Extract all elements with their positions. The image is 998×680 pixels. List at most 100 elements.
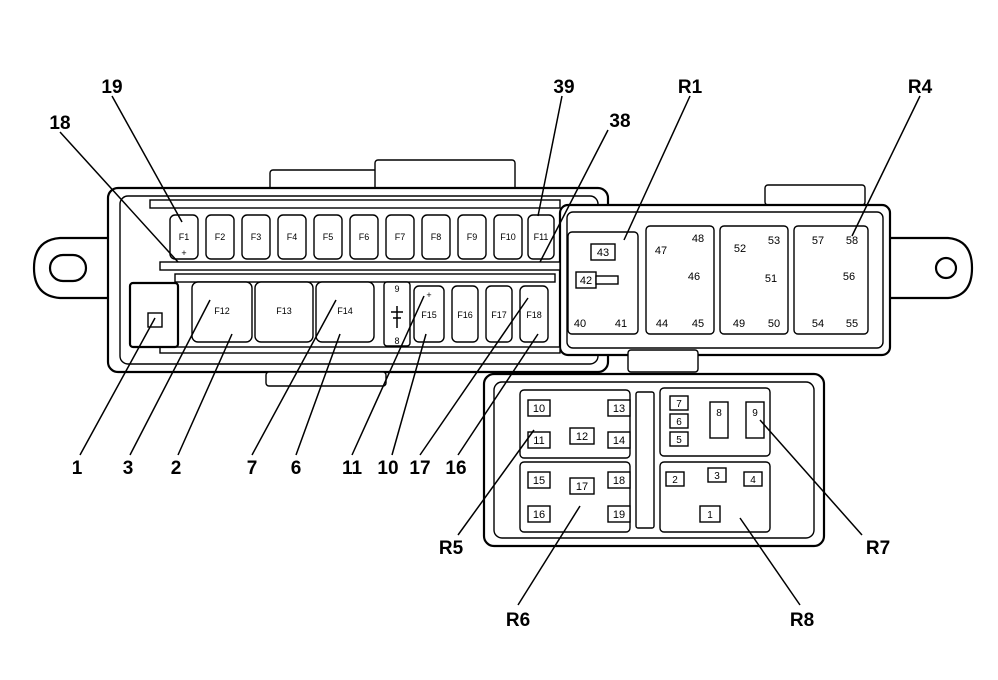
fuse-label-F13: F13 (276, 306, 292, 316)
pin-6: 6 (676, 417, 682, 428)
plus-mark: + (426, 290, 431, 300)
pin-44: 44 (656, 318, 668, 330)
top-fuse-row: F1 + F2 F3 F4 F5 F6 F7 F8 (169, 214, 555, 260)
callout-16: 16 (445, 458, 466, 479)
pin-12: 12 (576, 431, 588, 443)
fuse-label-F2: F2 (215, 232, 226, 242)
pin-19: 19 (613, 509, 625, 521)
fuse-F11[interactable]: F11 (527, 214, 555, 260)
pin-46: 46 (688, 271, 700, 283)
relay-R8[interactable]: 2 3 4 1 (659, 461, 771, 533)
relay-R2[interactable]: 47 48 46 44 45 (645, 225, 715, 335)
fuse-label-F12: F12 (214, 306, 230, 316)
fuse-label-F18: F18 (526, 310, 542, 320)
fuse-F16[interactable]: F16 (451, 285, 479, 343)
fuse-F17[interactable]: F17 (485, 285, 513, 343)
fuse-F2[interactable]: F2 (205, 214, 235, 260)
fuse-F12[interactable]: F12 (191, 281, 253, 343)
pin-13: 13 (613, 403, 625, 415)
fuse-F7[interactable]: F7 (385, 214, 415, 260)
relay-R6[interactable]: 15 17 18 16 19 (519, 461, 631, 533)
relay-R7[interactable]: 7 6 5 8 9 (659, 387, 771, 457)
fuse-label-F6: F6 (359, 232, 370, 242)
pin-mark-9: 9 (394, 284, 399, 294)
pin-3: 3 (714, 471, 720, 482)
pin-2: 2 (672, 475, 678, 486)
diode-connector: 9 8 (383, 281, 411, 347)
fuse-F9[interactable]: F9 (457, 214, 487, 260)
pin-9: 9 (752, 408, 758, 419)
callout-2: 2 (171, 458, 182, 479)
fuse-F8[interactable]: F8 (421, 214, 451, 260)
callout-19: 19 (101, 77, 122, 98)
relay-R3[interactable]: 52 53 51 49 50 (719, 225, 789, 335)
pin-10: 10 (533, 403, 545, 415)
callout-6: 6 (291, 458, 302, 479)
pin-42: 42 (580, 275, 592, 287)
callout-R5: R5 (439, 538, 464, 559)
fuse-label-F4: F4 (287, 232, 298, 242)
pin-52: 52 (734, 243, 746, 255)
fuse-F18[interactable]: F18 (519, 285, 549, 343)
pin-17: 17 (576, 481, 588, 493)
fuse-label-F1: F1 (179, 232, 190, 242)
fuse-label-F17: F17 (491, 310, 507, 320)
pin-1: 1 (707, 510, 713, 521)
fuse-label-F10: F10 (500, 232, 516, 242)
pin-11: 11 (533, 435, 544, 447)
fuse-label-F9: F9 (467, 232, 478, 242)
fuse-F4[interactable]: F4 (277, 214, 307, 260)
callout-1: 1 (72, 458, 83, 479)
callout-R7: R7 (866, 538, 890, 559)
fuse-label-F16: F16 (457, 310, 473, 320)
fuse-F14[interactable]: F14 (315, 281, 375, 343)
relay-R4[interactable]: 57 58 56 54 55 (793, 225, 869, 335)
pin-18: 18 (613, 475, 625, 487)
pin-14: 14 (613, 435, 625, 447)
pin-54: 54 (812, 318, 824, 330)
fuse-F13[interactable]: F13 (254, 281, 314, 343)
pin-41: 41 (615, 318, 627, 330)
relay-R5[interactable]: 10 13 11 12 14 (519, 389, 631, 459)
fuse-label-F11: F11 (534, 232, 549, 242)
leader-lines (59, 95, 921, 606)
callout-R8: R8 (790, 610, 814, 631)
pin-53: 53 (768, 235, 780, 247)
pin-8: 8 (716, 408, 722, 419)
fuse-label-F7: F7 (395, 232, 406, 242)
pin-4: 4 (750, 475, 756, 486)
fuse-F1[interactable]: F1 + (169, 214, 199, 260)
pin-51: 51 (765, 273, 777, 285)
pin-55: 55 (846, 318, 858, 330)
fuse-F3[interactable]: F3 (241, 214, 271, 260)
fuse-label-F8: F8 (431, 232, 442, 242)
callout-7: 7 (247, 458, 258, 479)
callout-labels: 19 18 39 38 R1 R4 1 3 2 7 6 11 10 17 16 … (49, 77, 932, 631)
fuse-label-F14: F14 (337, 306, 353, 316)
callout-39: 39 (553, 77, 574, 98)
fuse-F10[interactable]: F10 (493, 214, 523, 260)
pin-47: 47 (655, 245, 667, 257)
fuse-F15[interactable]: F15 + (413, 285, 445, 343)
pin-45: 45 (692, 318, 704, 330)
pin-7: 7 (676, 399, 682, 410)
fuse-label-F3: F3 (251, 232, 262, 242)
relay-R1[interactable]: 43 42 40 41 (567, 231, 639, 335)
pin-16: 16 (533, 509, 545, 521)
pin-5: 5 (676, 435, 682, 446)
callout-R6: R6 (506, 610, 530, 631)
callout-R1: R1 (678, 77, 703, 98)
fuse-label-F5: F5 (323, 232, 334, 242)
callout-R4: R4 (908, 77, 933, 98)
pin-58: 58 (846, 235, 858, 247)
relay-divider (635, 391, 655, 529)
fuse-F5[interactable]: F5 (313, 214, 343, 260)
pin-56: 56 (843, 271, 855, 283)
callout-10: 10 (377, 458, 398, 479)
callout-38: 38 (609, 111, 630, 132)
fuse-F6[interactable]: F6 (349, 214, 379, 260)
pin-48: 48 (692, 233, 704, 245)
callout-18: 18 (49, 113, 70, 134)
pin-mark-8: 8 (394, 336, 399, 346)
